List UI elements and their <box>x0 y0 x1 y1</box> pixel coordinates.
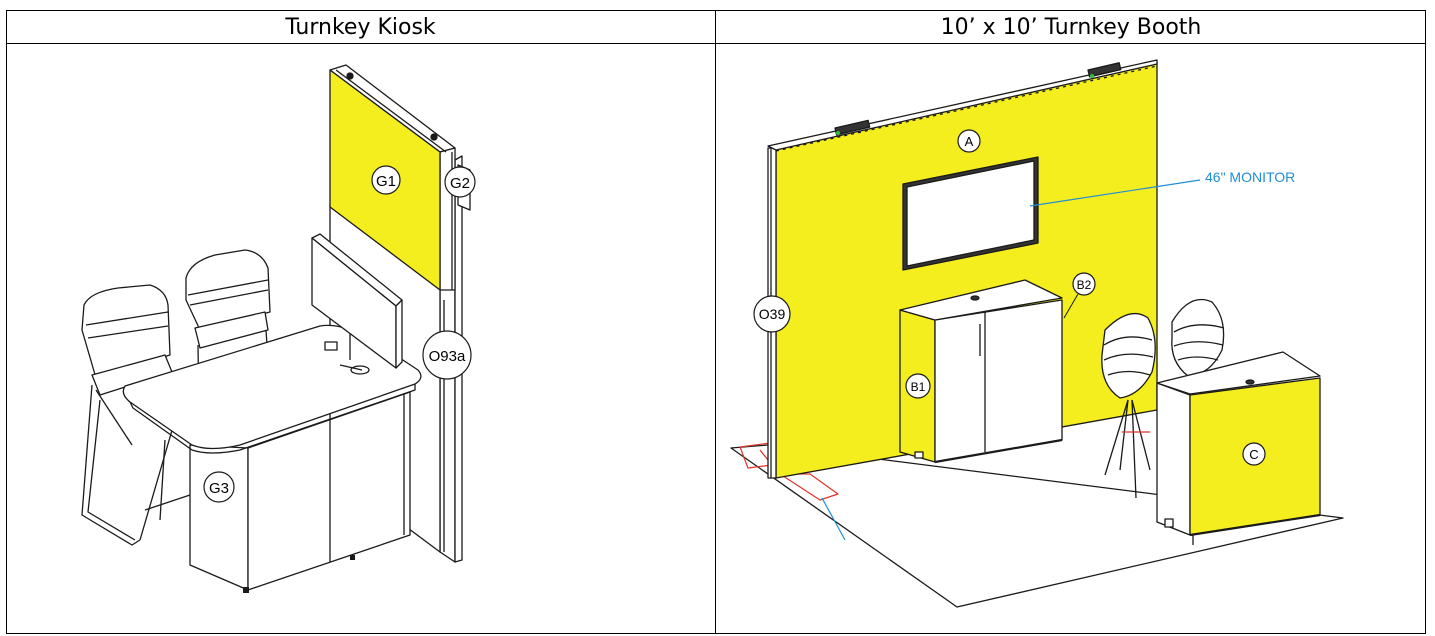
callout-g1: G1 <box>371 165 401 195</box>
svg-text:G3: G3 <box>209 480 229 497</box>
table-frame <box>6 10 1426 634</box>
monitor-pointer <box>1029 179 1201 207</box>
booth-drawing <box>730 59 1344 608</box>
booth-stool-right <box>1171 298 1225 377</box>
booth-top-truss <box>767 59 1158 152</box>
booth-wall-monitor <box>902 156 1039 271</box>
callout-c: C <box>1242 442 1266 466</box>
svg-text:O93a: O93a <box>429 348 466 365</box>
callout-o93a: O93a <box>422 330 472 380</box>
svg-text:B1: B1 <box>911 380 926 394</box>
callout-b1: B1 <box>905 373 931 399</box>
booth-title: 10’ x 10’ Turnkey Booth <box>940 15 1202 40</box>
column-divider <box>715 10 716 634</box>
kiosk-header-frame <box>329 64 456 291</box>
svg-text:G2: G2 <box>450 175 470 192</box>
kiosk-chair-front-left <box>81 284 191 546</box>
svg-text:G1: G1 <box>376 173 396 190</box>
svg-text:C: C <box>1249 447 1258 462</box>
callout-o39: O39 <box>753 295 791 333</box>
callout-a: A <box>957 129 981 153</box>
monitor-annotation: 46" MONITOR <box>1205 169 1295 185</box>
svg-text:A: A <box>965 134 974 149</box>
kiosk-drawing <box>81 64 471 593</box>
booth-counter <box>1156 351 1321 545</box>
booth-stool-left <box>1101 312 1156 499</box>
booth-floor <box>730 444 1344 608</box>
svg-text:O39: O39 <box>759 306 786 322</box>
kiosk-tabletop <box>122 324 422 454</box>
kiosk-title: Turnkey Kiosk <box>285 15 436 40</box>
kiosk-chair-back-right <box>185 249 271 481</box>
callout-b2: B2 <box>1063 272 1096 319</box>
svg-text:B2: B2 <box>1077 278 1092 292</box>
floor-marker-pointer <box>821 497 846 541</box>
callout-g3: G3 <box>203 471 235 503</box>
booth-storage-cabinet <box>899 279 1063 464</box>
kiosk-monitor <box>311 233 403 369</box>
callout-g2: G2 <box>444 166 476 198</box>
header-divider <box>6 43 1426 44</box>
